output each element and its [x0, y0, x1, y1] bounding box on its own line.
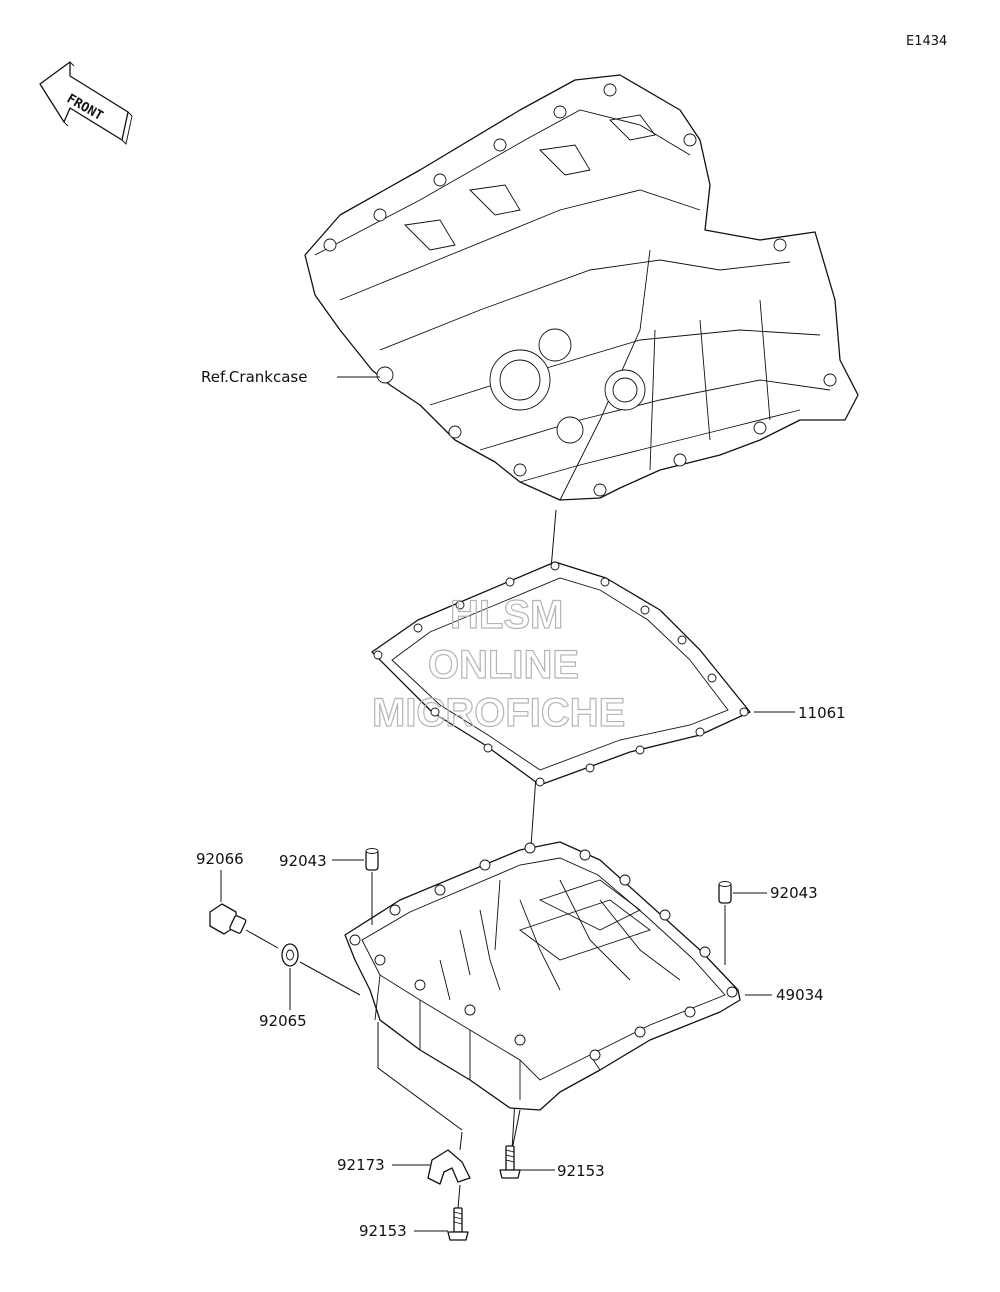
diagram-code: E1434: [906, 34, 947, 49]
clamp-label: 92173: [337, 1156, 385, 1174]
crankcase-illustration: [304, 74, 859, 501]
watermark-line-2: ONLINE: [428, 643, 579, 687]
dowel-pin-left-label: 92043: [279, 852, 327, 870]
gasket-label: 11061: [798, 704, 846, 722]
bolt-right-label: 92153: [557, 1162, 605, 1180]
dowel-pin-left: [365, 848, 379, 871]
drain-bolt: [209, 903, 247, 935]
oil-pan-gasket: [371, 561, 751, 787]
washer-label: 92065: [259, 1012, 307, 1030]
watermark-line-1: HLSM: [450, 593, 563, 637]
watermark-line-3: MICROFICHE: [372, 691, 625, 735]
clamp: [427, 1149, 471, 1185]
dowel-pin-right-label: 92043: [770, 884, 818, 902]
bolt-bottom-label: 92153: [359, 1222, 407, 1240]
crankcase-label: Ref.Crankcase: [201, 368, 307, 386]
flange-bolt-right: [499, 1145, 521, 1179]
flange-bolt-bottom: [447, 1207, 469, 1241]
washer: [281, 943, 299, 967]
oil-pan-label: 49034: [776, 986, 824, 1004]
dowel-pin-right: [718, 881, 732, 904]
oil-pan: [344, 841, 741, 1111]
drain-bolt-label: 92066: [196, 850, 244, 868]
front-arrow-icon: FRONT: [39, 61, 133, 145]
